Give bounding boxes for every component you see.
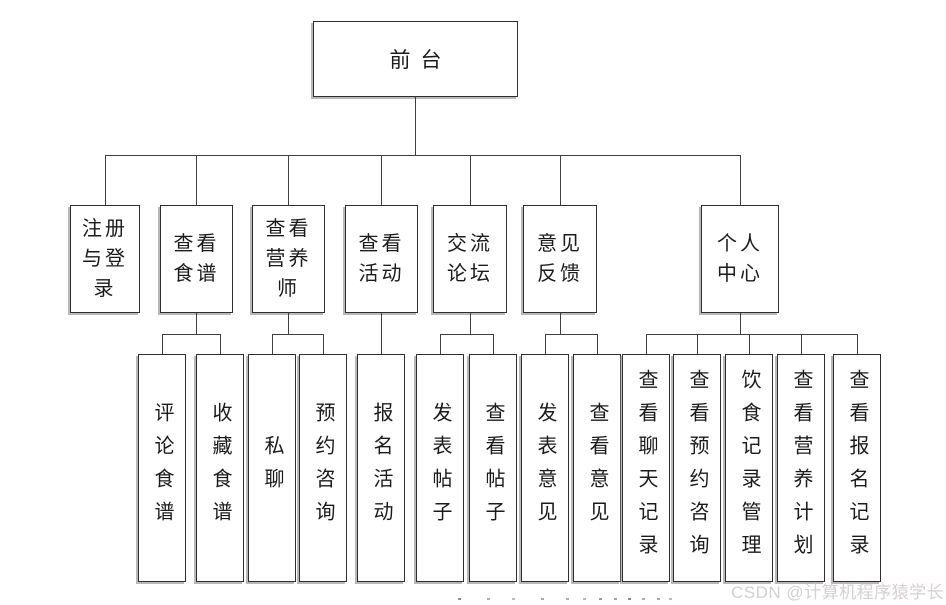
node-personal-center: 个人中心	[701, 205, 779, 313]
connector-drop	[801, 334, 802, 354]
connector-branch-horizontal	[272, 334, 324, 335]
connector-trunk-horizontal	[105, 155, 741, 156]
connector-drop	[196, 155, 197, 205]
connector-parent-drop	[470, 313, 471, 334]
connector-drop	[740, 155, 741, 205]
node-label: 交流论坛	[447, 233, 493, 285]
connector-drop	[220, 334, 221, 354]
node-view-post: 查看帖子	[469, 354, 517, 582]
node-diet-record-management: 饮食记录管理	[725, 354, 773, 582]
connector-drop	[381, 155, 382, 205]
node-create-post: 发表帖子	[416, 354, 464, 582]
connector-branch-horizontal	[646, 334, 858, 335]
node-label: 查看意见	[586, 402, 608, 534]
connector-drop	[597, 334, 598, 354]
node-label: 查看营养计划	[790, 369, 812, 567]
node-label: 饮食记录管理	[738, 369, 760, 567]
node-label: 查看预约咨询	[686, 369, 708, 567]
node-label: 私聊	[261, 435, 283, 501]
connector-parent-drop	[381, 313, 382, 354]
node-label: 查看帖子	[482, 402, 504, 534]
node-appointment-consult: 预约咨询	[299, 354, 347, 582]
connector-drop	[697, 334, 698, 354]
connector-drop	[272, 334, 273, 354]
node-label: 查看活动	[358, 233, 405, 285]
node-label: 查看营养师	[265, 218, 312, 300]
node-label: 发表帖子	[429, 402, 451, 534]
node-label: 预约咨询	[312, 402, 334, 534]
connector-drop	[646, 334, 647, 354]
node-feedback: 意见反馈	[523, 205, 597, 313]
node-view-signup-records: 查看报名记录	[833, 354, 881, 582]
node-label: 查看报名记录	[846, 369, 868, 567]
node-view-nutrition-plan: 查看营养计划	[777, 354, 825, 582]
node-forum: 交流论坛	[433, 205, 507, 313]
connector-drop	[470, 155, 471, 205]
connector-parent-drop	[740, 313, 741, 334]
node-signup-activity: 报名活动	[357, 354, 405, 582]
node-favorite-recipe: 收藏食谱	[196, 354, 244, 582]
node-label: 个人中心	[717, 233, 763, 285]
node-frontend: 前台	[313, 21, 518, 97]
node-comment-recipe: 评论食谱	[138, 354, 186, 582]
connector-branch-horizontal	[162, 334, 221, 335]
connector-drop	[749, 334, 750, 354]
node-submit-opinion: 发表意见	[521, 354, 569, 582]
connector-drop	[545, 334, 546, 354]
connector-parent-drop	[196, 313, 197, 334]
node-view-recipes: 查看食谱	[160, 205, 233, 313]
node-private-chat: 私聊	[248, 354, 296, 582]
node-view-activities: 查看活动	[345, 205, 418, 313]
connector-drop	[493, 334, 494, 354]
node-label: 报名活动	[370, 402, 392, 534]
node-label: 注册与登录	[82, 218, 128, 300]
connector-branch-horizontal	[545, 334, 598, 335]
connector-drop	[440, 334, 441, 354]
connector-drop	[105, 155, 106, 205]
node-label: 收藏食谱	[209, 402, 231, 534]
node-view-appointments: 查看预约咨询	[673, 354, 721, 582]
connector-parent-drop	[288, 313, 289, 334]
connector-drop	[560, 155, 561, 205]
connector-drop	[162, 334, 163, 354]
connector-parent-drop	[560, 313, 561, 334]
csdn-watermark: CSDN @计算机程序猿学长	[731, 583, 945, 602]
node-register-login: 注册与登录	[70, 205, 140, 313]
node-view-chat-history: 查看聊天记录	[622, 354, 670, 582]
node-label: 评论食谱	[151, 402, 173, 534]
node-label: 前台	[389, 48, 452, 72]
node-label: 发表意见	[534, 402, 556, 534]
connector-drop	[288, 155, 289, 205]
connector-drop	[323, 334, 324, 354]
node-label: 查看食谱	[173, 233, 220, 285]
connector-drop	[857, 334, 858, 354]
connector-branch-horizontal	[440, 334, 494, 335]
node-label: 查看聊天记录	[635, 369, 657, 567]
connector-root-trunk	[415, 97, 416, 155]
node-view-nutritionist: 查看营养师	[252, 205, 325, 313]
node-label: 意见反馈	[537, 233, 583, 285]
node-view-opinion: 查看意见	[573, 354, 621, 582]
